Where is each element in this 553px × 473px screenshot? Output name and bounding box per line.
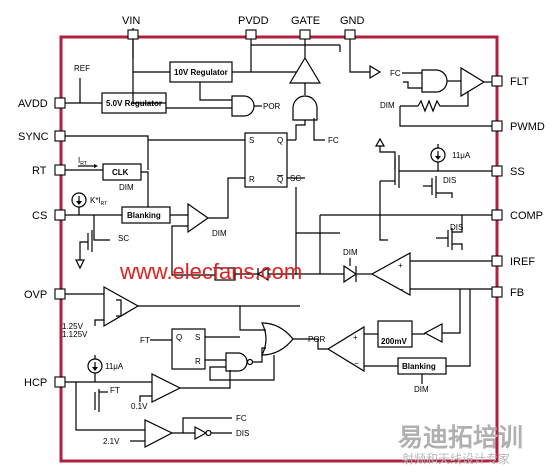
- hcp-current-label: 11μA: [105, 362, 124, 371]
- hcp-comparator: [151, 373, 182, 403]
- flip-flop-lower: Q S R FT: [140, 328, 275, 381]
- vref-200mv-label: 200mV: [381, 337, 407, 346]
- pin-iref: IREF: [510, 256, 535, 268]
- v1125-label: 1.125V: [62, 330, 88, 339]
- flt-path: FC DIM: [380, 66, 492, 127]
- dim-label-3: DIM: [212, 229, 227, 238]
- cs-blanking: K*IRT Blanking DIM SC: [65, 192, 229, 276]
- irt-label: IRT: [78, 156, 87, 167]
- dim-label-5: DIM: [414, 385, 429, 394]
- gain-amp-small: [423, 323, 443, 343]
- pin-cs: CS: [32, 210, 47, 222]
- pin-gnd: GND: [340, 15, 365, 27]
- por-label-2: POR: [308, 335, 326, 344]
- v01-label: 0.1V: [131, 402, 148, 411]
- blanking-label-2: Blanking: [402, 362, 436, 371]
- ff-q-label: Q: [277, 136, 283, 145]
- ss-comp: 11μA DIS DIS: [319, 137, 492, 258]
- por-label-1: POR: [263, 102, 281, 111]
- svg-text:+: +: [398, 261, 403, 270]
- pin-hcp: HCP: [24, 377, 47, 389]
- fb-feedback: + − 200mV Blanking DIM: [317, 289, 471, 394]
- watermark-brand: 易迪拓培训: [398, 423, 523, 452]
- clk-label: CLK: [112, 168, 129, 177]
- gate-and-gate: [292, 95, 318, 121]
- pin-avdd: AVDD: [18, 98, 48, 110]
- dis-label-3: DIS: [236, 429, 249, 438]
- uvlo-comparator: [144, 419, 174, 448]
- pin-ss: SS: [510, 166, 525, 178]
- pin-rt: RT: [32, 165, 47, 177]
- ss-current-label: 11μA: [452, 151, 471, 160]
- ft-label-2: FT: [110, 386, 120, 395]
- sc-label-1: SC: [290, 174, 301, 183]
- pin-flt: FLT: [510, 76, 529, 88]
- clock-block: CLK IRT DIM: [65, 156, 149, 218]
- pulldown-resistor: [417, 91, 469, 113]
- right-pins: FLT PWMD SS COMP IREF FB: [491, 75, 545, 299]
- pin-sync: SYNC: [18, 131, 49, 143]
- dim-label-4: DIM: [343, 248, 358, 257]
- v125-label: 1.25V: [62, 322, 84, 331]
- por-or-gate: [261, 322, 294, 356]
- fc-and-gate: [421, 69, 448, 93]
- fault-and-gate: [225, 352, 248, 372]
- sense-amplifier: [326, 325, 365, 373]
- left-pins: AVDD SYNC RT CS OVP HCP: [18, 97, 66, 389]
- chip-outline: [59, 35, 499, 463]
- dis-label-1: DIS: [443, 176, 456, 185]
- flip-flop-upper: S Q R Q FC SC: [65, 95, 340, 234]
- cs-comparator: [187, 202, 210, 234]
- flt-buffer: [460, 66, 486, 98]
- ff-s-label: S: [249, 136, 254, 145]
- dim-label-2: DIM: [119, 183, 134, 192]
- hcp-block: 11μA FT 0.1V 2.1V FC DIS: [65, 355, 249, 448]
- dim-label-1: DIM: [380, 101, 395, 110]
- pin-pwmd: PWMD: [510, 121, 545, 133]
- ff-r-label: R: [249, 175, 255, 184]
- ref-label: REF: [74, 64, 90, 73]
- gate-driver: [288, 56, 322, 84]
- ff2-r-label: R: [195, 357, 201, 366]
- pin-vin: VIN: [122, 15, 140, 27]
- fc-label-1: FC: [390, 69, 401, 78]
- fc-label-2: FC: [328, 136, 339, 145]
- por-and-gate: [231, 95, 255, 117]
- pin-pvdd: PVDD: [238, 15, 269, 27]
- ft-label-1: FT: [140, 336, 150, 345]
- regulators: 10V Regulator 5.0V Regulator REF POR: [65, 39, 382, 117]
- dis-label-2: DIS: [450, 223, 463, 232]
- pin-fb: FB: [510, 287, 524, 299]
- error-amplifier: [370, 251, 411, 297]
- kirt-label: K*IRT: [90, 196, 107, 207]
- pin-comp: COMP: [510, 210, 543, 222]
- inverter: [194, 425, 208, 441]
- ff-qbar-label: Q: [277, 175, 283, 184]
- v21-label: 2.1V: [103, 437, 120, 446]
- svg-text:−: −: [354, 359, 359, 368]
- ovp-block: 1.25V 1.125V POR: [62, 285, 326, 356]
- pin-gate: GATE: [291, 15, 320, 27]
- regulator-10v-label: 10V Regulator: [174, 68, 228, 77]
- pin-ovp: OVP: [24, 289, 47, 301]
- sc-label-2: SC: [118, 234, 129, 243]
- svg-text:+: +: [353, 333, 358, 342]
- fc-label-3: FC: [236, 414, 247, 423]
- svg-text:−: −: [399, 285, 404, 294]
- iref-fb-path: + − DIM: [214, 233, 492, 297]
- watermark-brand-sub: 射频和天线设计专家: [402, 451, 510, 466]
- ff2-s-label: S: [195, 333, 200, 342]
- watermark-url: www.elecfans.com: [119, 259, 302, 284]
- blanking-label-1: Blanking: [127, 211, 161, 220]
- ff2-q-label: Q: [176, 333, 182, 342]
